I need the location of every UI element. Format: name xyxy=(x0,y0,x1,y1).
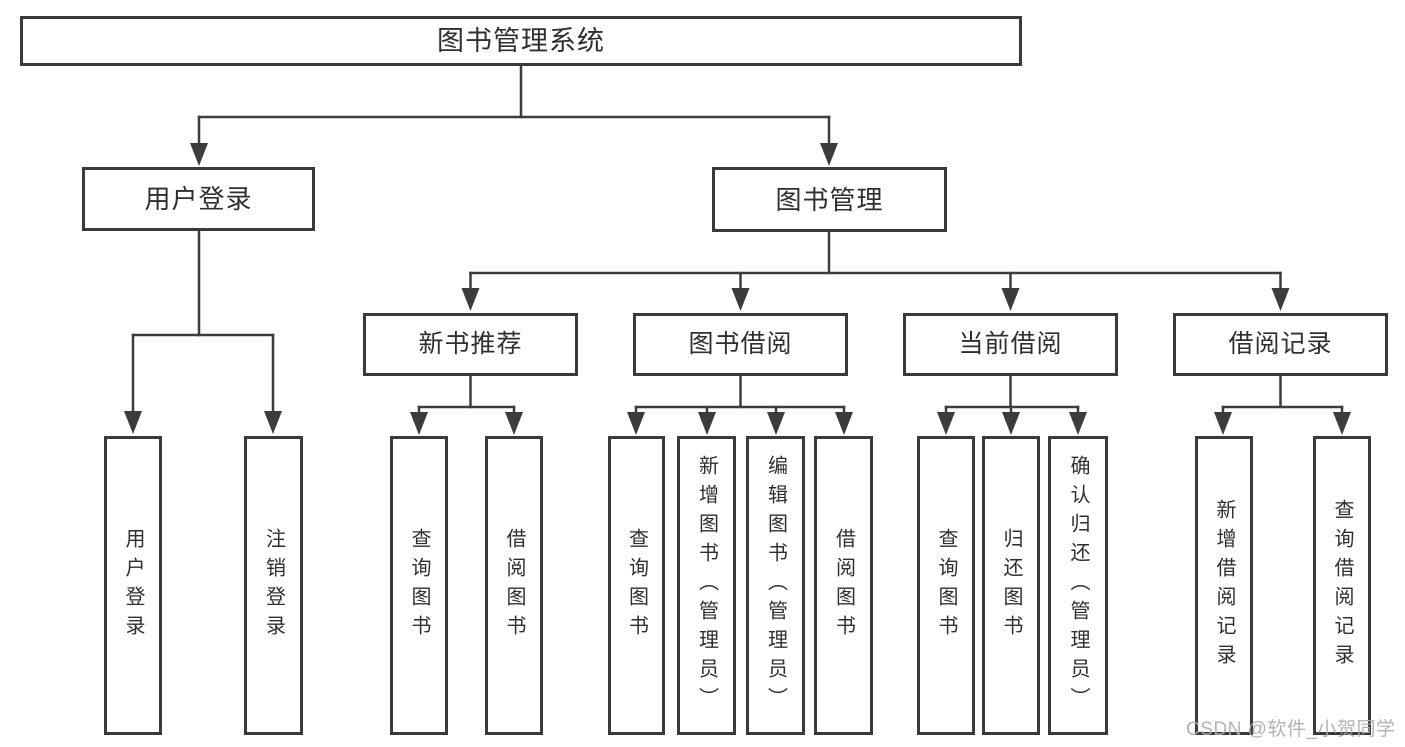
node-book-management: 图书管理 xyxy=(712,167,947,232)
node-label: 编辑图书（管理员） xyxy=(764,455,787,716)
node-leaf-user-login: 用户登录 xyxy=(104,436,162,735)
node-leaf-confirm-return-admin: 确认归还（管理员） xyxy=(1048,436,1108,735)
node-label: 注销登录 xyxy=(262,527,285,644)
node-label: 图书管理系统 xyxy=(437,25,605,56)
node-book-borrowing: 图书借阅 xyxy=(633,313,848,376)
node-current-borrowing: 当前借阅 xyxy=(903,313,1118,376)
node-label: 图书管理 xyxy=(775,184,884,215)
node-leaf-query-books-current: 查询图书 xyxy=(917,436,975,735)
node-leaf-logout: 注销登录 xyxy=(244,436,303,735)
node-label: 确认归还（管理员） xyxy=(1067,455,1089,716)
node-label: 查询图书 xyxy=(625,527,648,644)
node-label: 用户登录 xyxy=(144,184,253,214)
node-label: 图书借阅 xyxy=(688,330,793,358)
node-borrowing-records: 借阅记录 xyxy=(1173,313,1388,376)
node-label: 新书推荐 xyxy=(418,330,523,358)
node-user-login: 用户登录 xyxy=(82,167,315,231)
node-leaf-borrow-books: 借阅图书 xyxy=(814,436,873,735)
node-label: 新增借阅记录 xyxy=(1213,498,1235,673)
node-leaf-add-borrow-record: 新增借阅记录 xyxy=(1195,436,1253,735)
node-label: 借阅记录 xyxy=(1228,330,1333,358)
node-new-book-recommendation: 新书推荐 xyxy=(363,313,578,376)
node-library-management-system: 图书管理系统 xyxy=(20,16,1022,66)
node-label: 新增图书（管理员） xyxy=(695,455,718,716)
node-leaf-query-borrow-record: 查询借阅记录 xyxy=(1313,436,1371,735)
node-leaf-query-books-borrowing: 查询图书 xyxy=(608,436,665,735)
node-label: 借阅图书 xyxy=(503,527,525,644)
node-leaf-add-books-admin: 新增图书（管理员） xyxy=(677,436,736,735)
node-leaf-query-books-recommend: 查询图书 xyxy=(390,436,448,735)
node-leaf-edit-books-admin: 编辑图书（管理员） xyxy=(746,436,805,735)
node-label: 查询借阅记录 xyxy=(1331,498,1353,673)
node-label: 用户登录 xyxy=(122,527,144,644)
node-leaf-return-books: 归还图书 xyxy=(982,436,1040,735)
node-leaf-borrow-books-recommend: 借阅图书 xyxy=(485,436,543,735)
node-label: 查询图书 xyxy=(408,527,430,644)
node-label: 查询图书 xyxy=(935,527,957,644)
csdn-watermark: CSDN @软件_小贺同学 xyxy=(1186,719,1396,740)
node-label: 借阅图书 xyxy=(832,527,855,644)
node-label: 归还图书 xyxy=(1000,527,1022,644)
node-label: 当前借阅 xyxy=(958,330,1063,358)
